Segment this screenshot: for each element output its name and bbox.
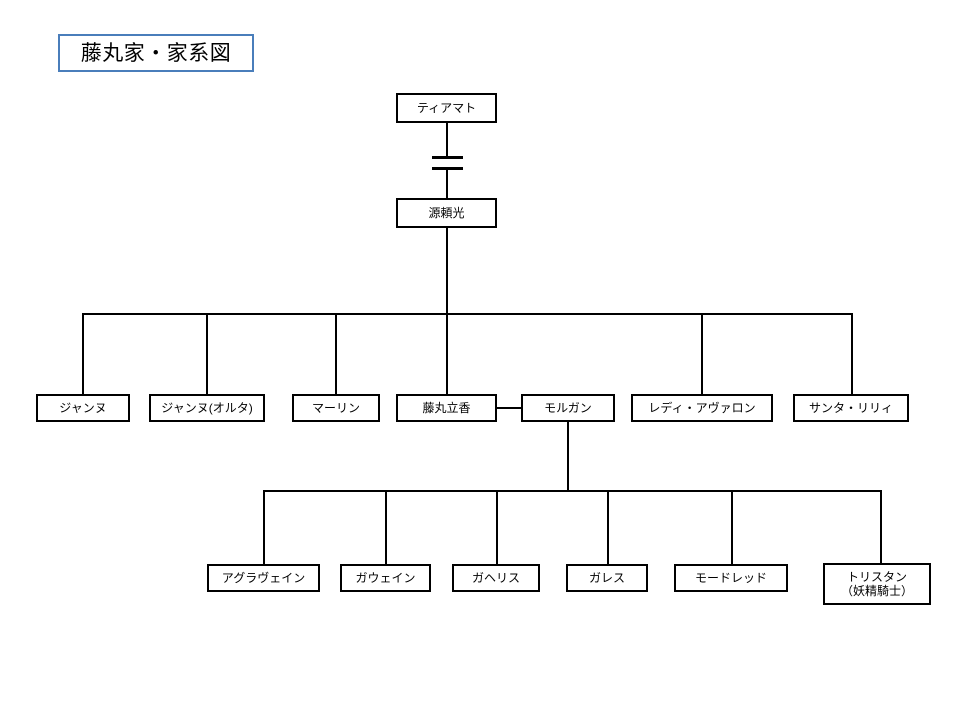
node-label: ジャンヌ(オルタ) (161, 400, 253, 415)
node-gareth[interactable]: ガレス (566, 564, 648, 592)
drop-line-lady-avalon (701, 313, 703, 394)
node-tiamat[interactable]: ティアマト (396, 93, 497, 123)
marriage-bar-upper (432, 156, 463, 159)
node-label: ジャンヌ (59, 400, 107, 415)
diagram-title-text: 藤丸家・家系図 (80, 41, 232, 65)
spouse-link-fujimaru-morgan (497, 407, 522, 409)
node-label: ガウェイン (355, 570, 416, 585)
node-agravain[interactable]: アグラヴェイン (207, 564, 320, 592)
node-fujimaru-ritsuka[interactable]: 藤丸立香 (396, 394, 497, 422)
node-merlin[interactable]: マーリン (292, 394, 380, 422)
node-label: アグラヴェイン (221, 570, 306, 585)
sibling-bus-generation-3 (82, 313, 853, 315)
diagram-title-box: 藤丸家・家系図 (58, 34, 254, 72)
marriage-bar-lower (432, 167, 463, 170)
drop-line-jeanne-alter (206, 313, 208, 394)
node-label: サンタ・リリィ (808, 400, 893, 415)
node-label-secondary: （妖精騎士） (840, 584, 913, 598)
node-minamoto-no-raiko[interactable]: 源頼光 (396, 198, 497, 228)
connector-raiko-stem (446, 228, 448, 394)
node-label: 源頼光 (428, 205, 465, 220)
node-jeanne[interactable]: ジャンヌ (36, 394, 130, 422)
drop-line-santa-lily (851, 313, 853, 394)
drop-line-agravain (263, 490, 265, 564)
drop-line-gaheris (496, 490, 498, 564)
node-gaheris[interactable]: ガヘリス (452, 564, 540, 592)
node-santa-lily[interactable]: サンタ・リリィ (793, 394, 909, 422)
node-jeanne-alter[interactable]: ジャンヌ(オルタ) (149, 394, 265, 422)
drop-line-jeanne (82, 313, 84, 394)
drop-line-tristan (880, 490, 882, 564)
connector-marriage-to-raiko (446, 167, 448, 199)
node-tristan[interactable]: トリスタン （妖精騎士） (823, 563, 931, 605)
sibling-bus-generation-4 (263, 490, 882, 492)
node-gawain[interactable]: ガウェイン (340, 564, 431, 592)
drop-line-gawain (385, 490, 387, 564)
node-label: レディ・アヴァロン (648, 400, 756, 415)
connector-tiamat-down (446, 123, 448, 157)
node-label: モードレッド (694, 570, 767, 585)
node-label: ティアマト (416, 100, 477, 115)
node-label: ガレス (588, 570, 625, 585)
node-morgan[interactable]: モルガン (521, 394, 615, 422)
drop-line-mordred (731, 490, 733, 564)
drop-line-merlin (335, 313, 337, 394)
node-label: トリスタン (846, 569, 907, 584)
node-mordred[interactable]: モードレッド (674, 564, 788, 592)
node-label: マーリン (311, 400, 360, 415)
drop-line-gareth (607, 490, 609, 564)
connector-morgan-stem (567, 422, 569, 491)
node-label: モルガン (544, 400, 592, 415)
node-lady-avalon[interactable]: レディ・アヴァロン (631, 394, 773, 422)
node-label: 藤丸立香 (422, 400, 471, 415)
node-label: ガヘリス (471, 570, 520, 585)
